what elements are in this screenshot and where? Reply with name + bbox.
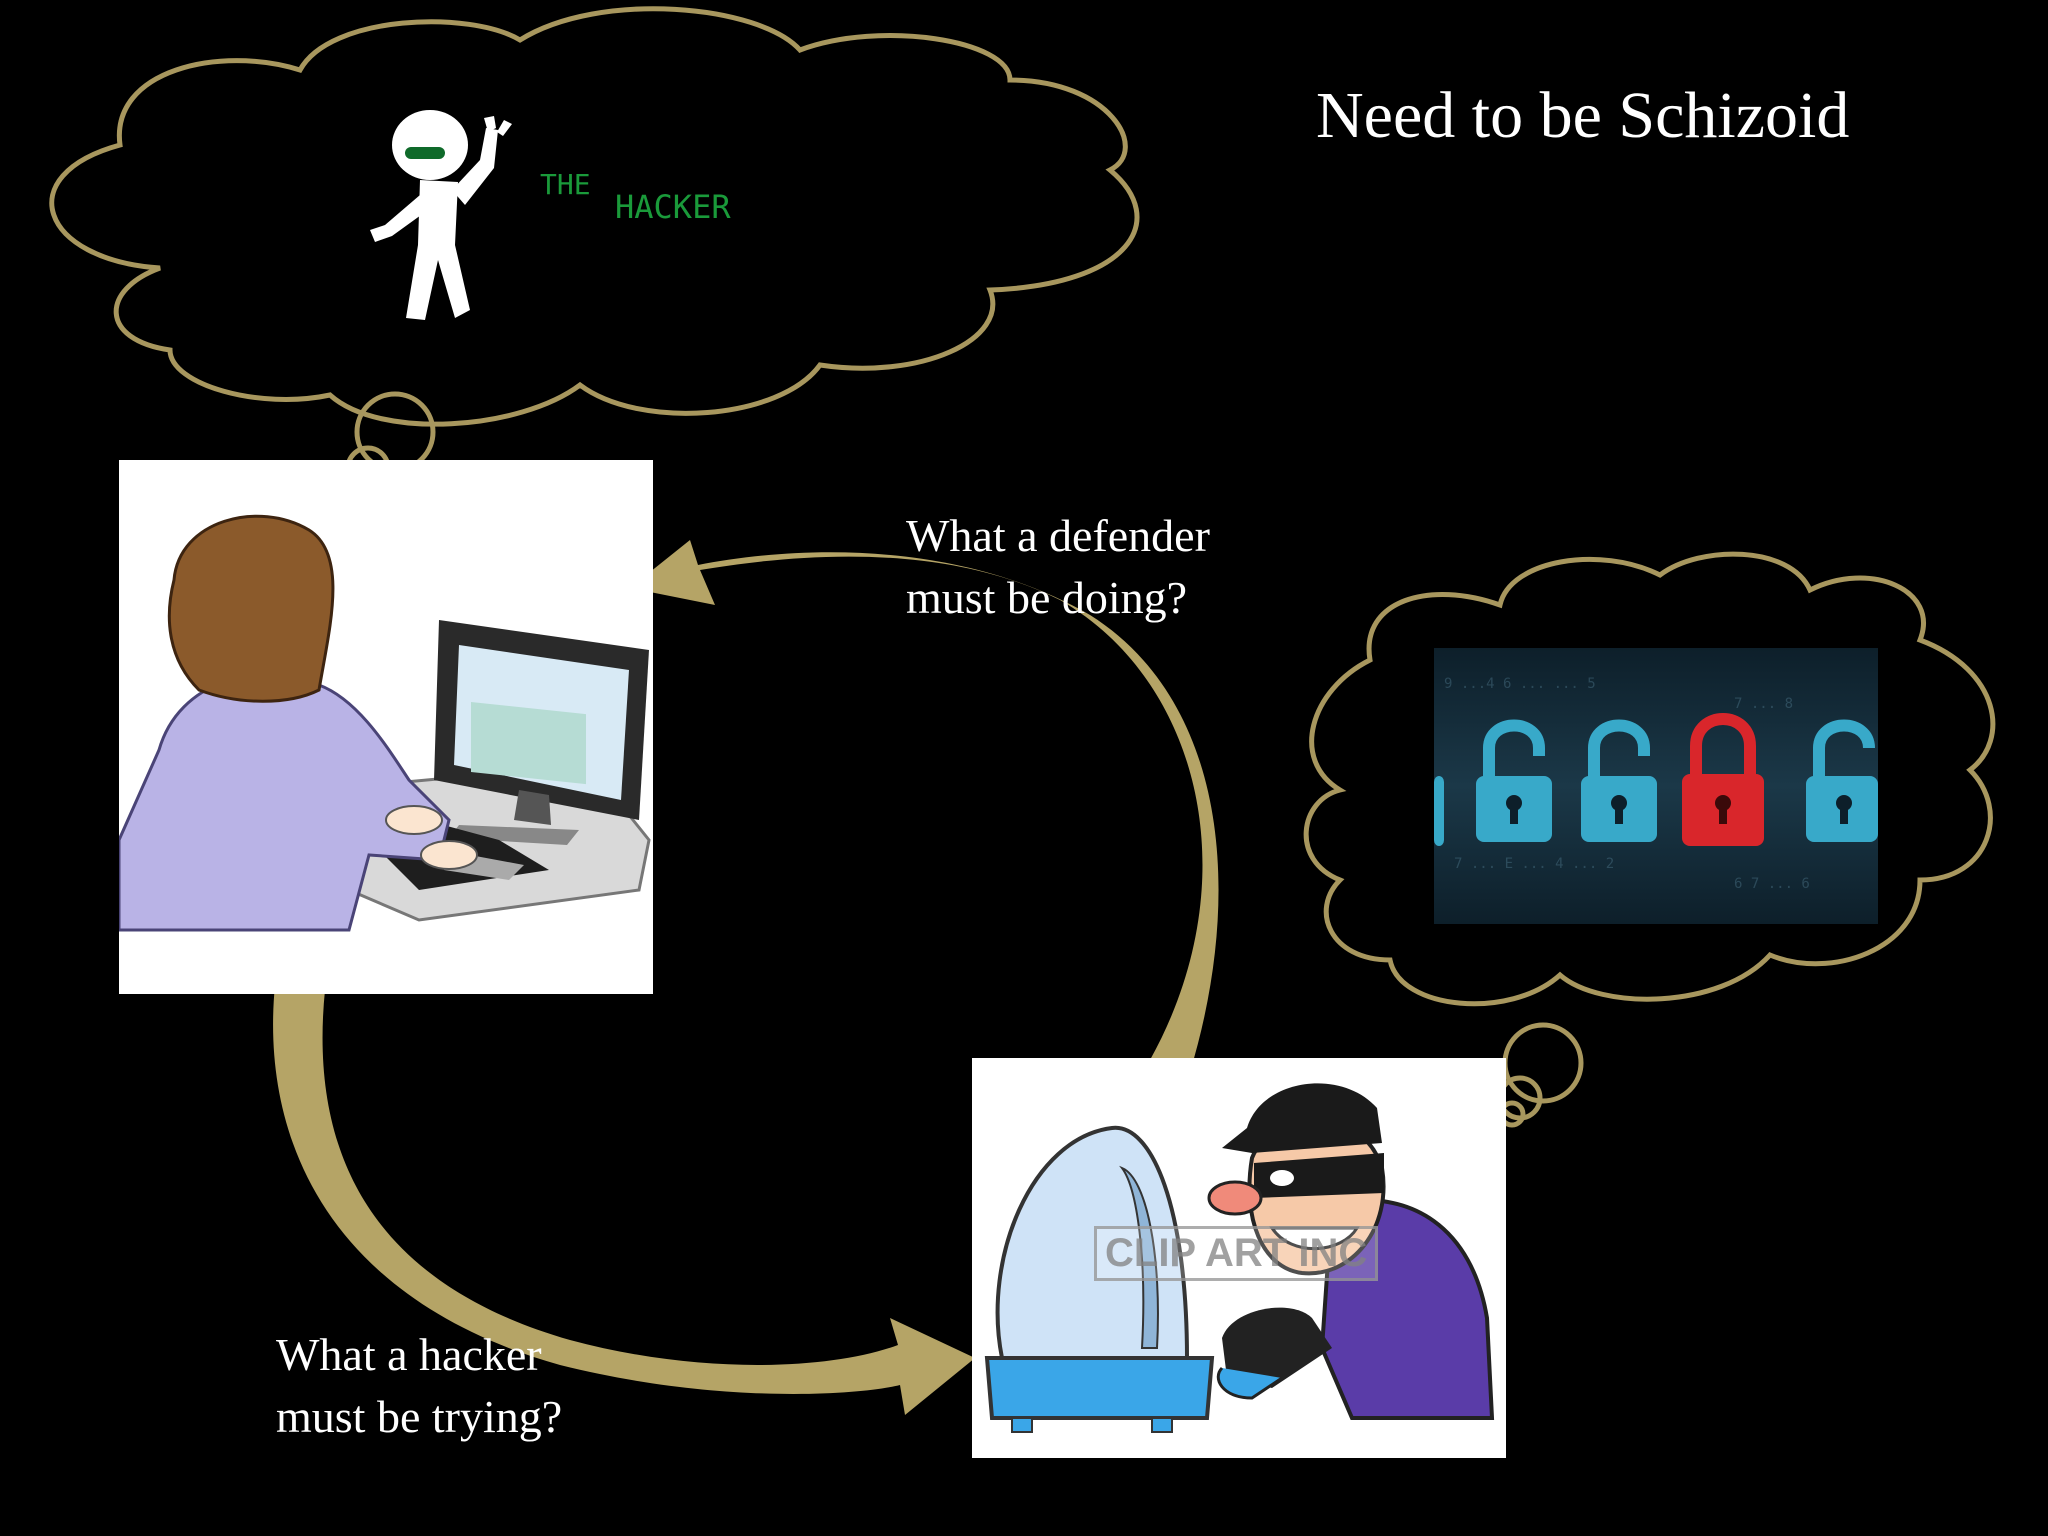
thought-cloud-hacker [49, 6, 1140, 495]
defender-question-line1: What a defender [906, 510, 1210, 561]
defender-image [119, 460, 653, 994]
svg-text:6 7 ... 6: 6 7 ... 6 [1734, 876, 1810, 892]
hacker-logo-bottom: HACKER [615, 188, 731, 226]
arrow-to-hacker [273, 985, 975, 1415]
hacker-logo-top: THE [540, 168, 591, 201]
watermark: CLIP ART INC [1094, 1226, 1379, 1281]
burglar-at-computer-icon [984, 1083, 1495, 1433]
svg-text:7 ... E ... 4 ... 2: 7 ... E ... 4 ... 2 [1454, 856, 1614, 872]
defender-at-computer-icon [119, 514, 651, 932]
svg-text:9 ...4 6 ... ... 5: 9 ...4 6 ... ... 5 [1444, 676, 1596, 692]
hacker-image: CLIP ART INC [972, 1058, 1506, 1458]
padlocks-icon: 9 ...4 6 ... ... 5 7 ... E ... 4 ... 2 7… [1434, 676, 1878, 892]
hacker-question: What a hacker must be trying? [276, 1324, 562, 1448]
defender-question: What a defender must be doing? [906, 505, 1210, 629]
hacker-question-line1: What a hacker [276, 1329, 542, 1380]
defender-question-line2: must be doing? [906, 572, 1188, 623]
hacker-stick-figure-icon [370, 110, 512, 320]
hacker-question-line2: must be trying? [276, 1391, 563, 1442]
slide-title: Need to be Schizoid [1316, 79, 1850, 152]
svg-text:7 ... 8: 7 ... 8 [1734, 696, 1793, 712]
locks-image: 9 ...4 6 ... ... 5 7 ... E ... 4 ... 2 7… [1434, 648, 1878, 924]
arrow-to-defender [630, 540, 1219, 1072]
